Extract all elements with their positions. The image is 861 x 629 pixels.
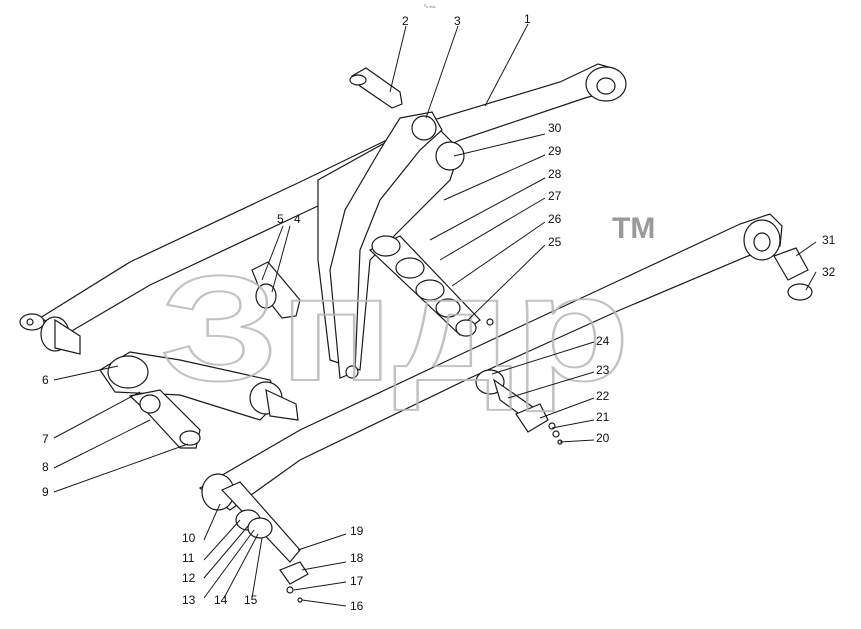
pin-part-24 — [475, 369, 563, 445]
central-bracket — [317, 111, 465, 379]
watermark-tm: TM — [612, 212, 655, 245]
callout-30: 30 — [548, 121, 562, 135]
lower-left-link — [99, 351, 299, 449]
callout-27: 27 — [548, 189, 562, 203]
callout-16: 16 — [350, 599, 364, 613]
callout-1: 1 — [524, 12, 531, 26]
callout-2: 2 — [402, 14, 409, 28]
callout-20: 20 — [596, 431, 610, 445]
callout-15: 15 — [244, 593, 258, 607]
callout-17: 17 — [350, 574, 364, 588]
pin-part-19 — [220, 481, 309, 603]
callout-28: 28 — [548, 167, 562, 181]
callout-23: 23 — [596, 363, 610, 377]
callout-21: 21 — [596, 410, 610, 424]
callout-29: 29 — [548, 144, 562, 158]
callout-9: 9 — [42, 485, 49, 499]
callout-3: 3 — [454, 14, 461, 28]
callout-18: 18 — [350, 551, 364, 565]
central-shaft — [368, 235, 494, 337]
callout-8: 8 — [42, 460, 49, 474]
callout-22: 22 — [596, 389, 610, 403]
callout-10: 10 — [182, 531, 196, 545]
top-mark: ⁰ₙ ₘₘ — [424, 4, 436, 10]
watermark-text: Зпдр — [160, 244, 630, 412]
lower-long-arm — [198, 213, 783, 511]
callout-13: 13 — [182, 593, 196, 607]
callout-6: 6 — [42, 373, 49, 387]
callout-5: 5 — [277, 212, 284, 226]
callout-labels: 1 2 3 4 5 6 7 8 9 10 11 12 13 14 15 16 1… — [42, 12, 836, 613]
callout-24: 24 — [596, 334, 610, 348]
callout-19: 19 — [350, 524, 364, 538]
callout-26: 26 — [548, 212, 562, 226]
callout-4: 4 — [294, 212, 301, 226]
bushing-part-31 — [773, 247, 813, 301]
callout-7: 7 — [42, 432, 49, 446]
callout-32: 32 — [822, 265, 836, 279]
callout-14: 14 — [214, 593, 228, 607]
leader-lines — [53, 23, 817, 607]
callout-12: 12 — [182, 571, 196, 585]
callout-31: 31 — [822, 233, 836, 247]
pin-part-2 — [349, 67, 403, 109]
callout-25: 25 — [548, 235, 562, 249]
callout-11: 11 — [182, 551, 195, 565]
